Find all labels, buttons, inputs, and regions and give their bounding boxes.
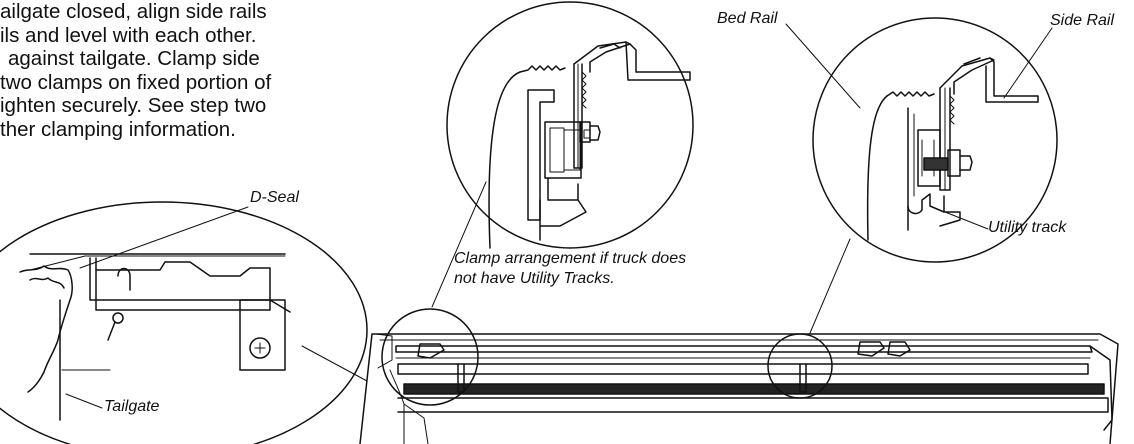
detail-circle-outline (812, 17, 1058, 263)
detail-circle-utility-track (812, 17, 1058, 263)
instruction-line: ighten securely. See step two (0, 94, 267, 117)
detail-circle-outline (446, 1, 694, 249)
detail-circle-no-utility-track (446, 1, 694, 249)
connector-line-tailgate (301, 345, 368, 382)
label-tailgate: Tailgate (104, 398, 160, 415)
detail-ellipse-tailgate (0, 201, 368, 444)
instruction-line: ils and level with each other. (0, 23, 257, 47)
label-d-seal: D-Seal (250, 189, 299, 206)
instruction-line: ther clamping information. (0, 117, 236, 141)
magnifier-left (381, 308, 479, 406)
leader-utility-track (944, 211, 989, 230)
leader-bed-rail (785, 23, 861, 109)
label-side-rail: Side Rail (1050, 12, 1115, 29)
instruction-line: ailgate closed, align side rails (0, 0, 267, 23)
label-utility-track: Utility track (988, 219, 1067, 236)
magnifier-middle (767, 333, 833, 399)
connector-line-left (431, 181, 487, 308)
leader-d-seal (79, 206, 249, 269)
clamp-caption: Clamp arrangement if truck does not have… (454, 249, 686, 289)
connector-line-right (809, 238, 851, 334)
installation-instructions: ailgate closed, align side rails ils and… (0, 0, 360, 141)
leader-tailgate (65, 393, 103, 409)
leader-side-rail (1003, 27, 1053, 99)
truck-bed-overview (359, 333, 1119, 444)
caption-line: Clamp arrangement if truck does (454, 250, 687, 267)
instruction-line: against tailgate. Clamp side (8, 47, 260, 70)
caption-line: not have Utility Tracks. (454, 270, 615, 287)
instruction-line: two clamps on fixed portion of (0, 70, 272, 94)
label-bed-rail: Bed Rail (717, 10, 778, 27)
